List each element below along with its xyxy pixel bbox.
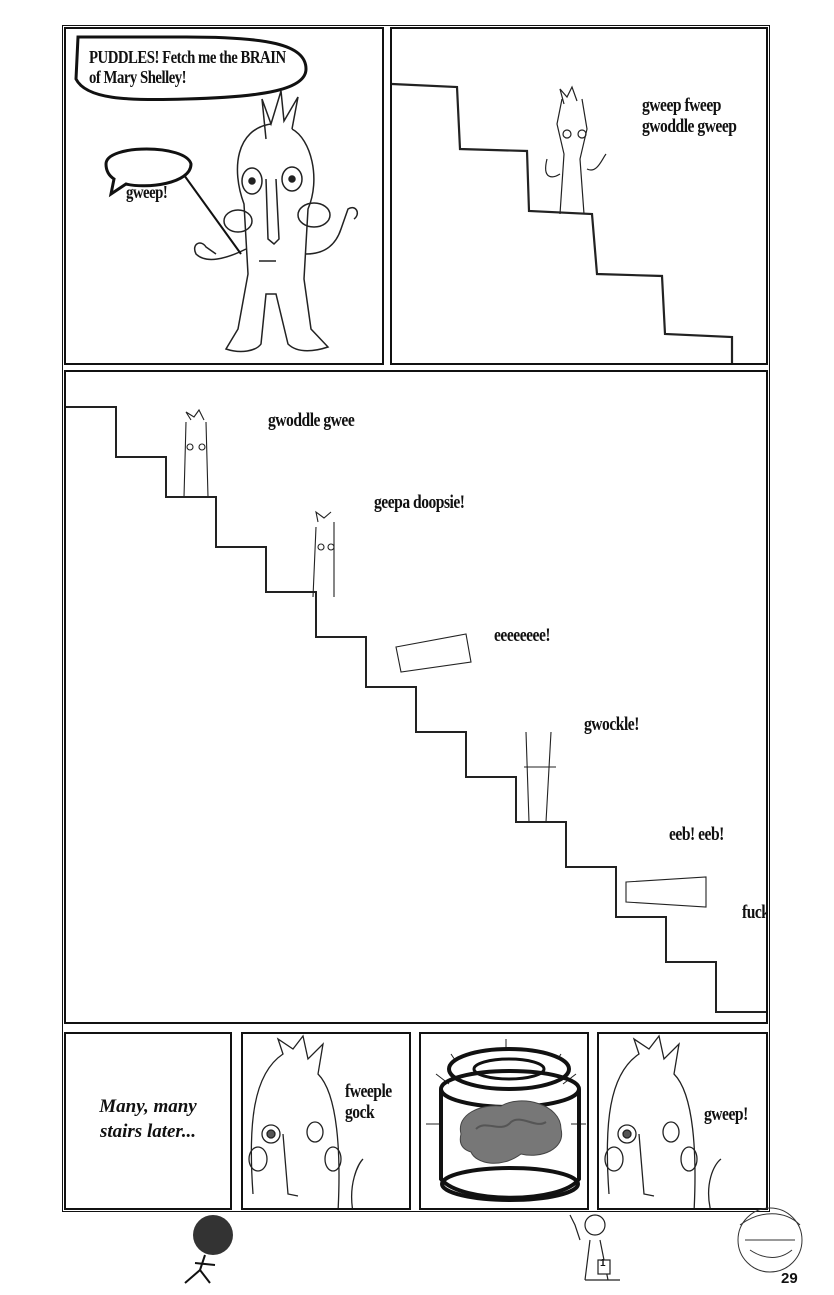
speech-bubble-top [74,35,308,255]
panel5-text: fweeple gock [345,1081,392,1123]
panel3-text-5: eeb! eeb! [669,824,724,845]
panel3-text-4: gwockle! [584,714,639,735]
caption-text: Many, many stairs later... [99,1096,197,1142]
brain-icon [459,1100,563,1164]
panel-1: PUDDLES! Fetch me the BRAIN of Mary Shel… [64,27,384,365]
panel-6 [419,1032,589,1210]
panel-5: fweeple gock [241,1032,411,1210]
panel-7: gweep! [597,1032,768,1210]
panel7-text: gweep! [704,1104,748,1125]
panel3-text-6: fuck [742,902,768,923]
staircase [392,82,734,363]
panel-4: Many, many stairs later... [64,1032,232,1210]
panel-2: gweep fweep gwoddle gweep [390,27,768,365]
character-closeup [248,1034,364,1208]
panel3-text-3: eeeeeeee! [494,625,551,646]
bubble-small-text: gweep! [126,182,168,202]
bubble-top-text: PUDDLES! Fetch me the BRAIN of Mary Shel… [89,47,286,87]
small-character-icon [569,1214,620,1281]
page-frame [62,25,770,1212]
page-number: 29 [781,1270,798,1287]
falling-characters [183,408,707,908]
panel2-text: gweep fweep gwoddle gweep [642,95,737,137]
long-staircase [66,406,766,1013]
author-head-icon [184,1215,233,1284]
small-character [545,85,607,215]
brain-jar-drawing [426,1039,586,1202]
panel-3: gwoddle gwee geepa doopsie! eeeeeeee! gw… [64,370,768,1024]
panel3-text-2: geepa doopsie! [374,492,465,513]
portrait-sketch-icon [737,1207,803,1273]
character-closeup-2 [604,1034,722,1208]
character-drawing [194,90,359,353]
panel3-text-1: gwoddle gwee [268,410,355,431]
footer-small-number: 1 [600,1258,606,1269]
footer-doodles [184,1207,803,1284]
